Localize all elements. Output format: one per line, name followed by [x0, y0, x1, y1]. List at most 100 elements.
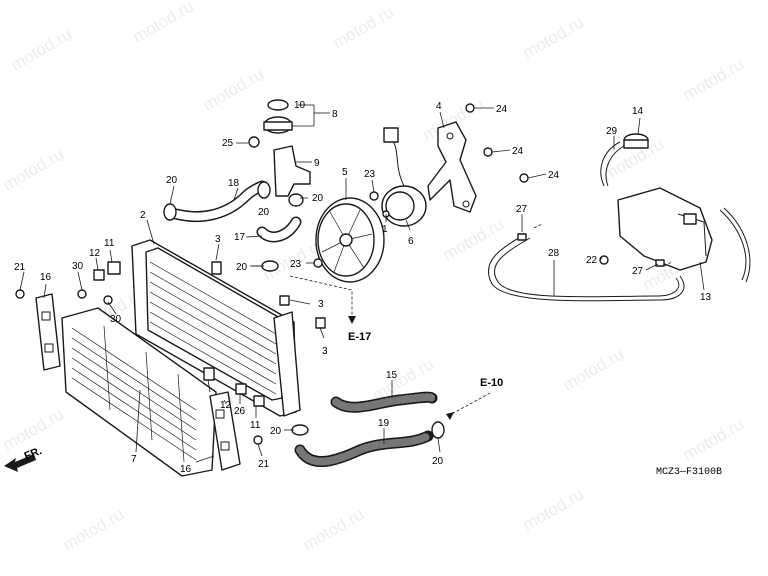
grommet	[235, 383, 247, 395]
front-arrow-icon	[4, 454, 36, 472]
callout-number: 21	[258, 459, 270, 470]
bolt	[15, 289, 25, 299]
clip	[655, 259, 665, 267]
callout-number: 20	[432, 456, 444, 467]
callout-number: 27	[632, 266, 644, 277]
callout-number: 23	[364, 169, 376, 180]
ref-arrow-e10	[447, 391, 493, 417]
callout-number: 30	[72, 261, 84, 272]
callout-number: 23	[290, 259, 302, 270]
ref-label-e10: E-10	[480, 377, 503, 389]
cooling-fan	[315, 197, 385, 283]
callout-number: 12	[89, 248, 101, 259]
radiator-grille	[61, 307, 217, 477]
callout-number: 17	[234, 232, 246, 243]
ref-arrowhead	[446, 412, 454, 420]
callout-number: 4	[436, 101, 442, 112]
reserve-tank-cap	[623, 133, 649, 149]
clamp	[315, 317, 326, 329]
callout-number: 15	[386, 370, 398, 381]
hose-clamp	[431, 421, 445, 439]
callout-number: 5	[342, 167, 348, 178]
callout-number: 7	[131, 454, 137, 465]
callout-number: 26	[234, 406, 246, 417]
hose-clamp	[288, 193, 304, 207]
callout-number: 24	[496, 104, 508, 115]
hose-clamp	[257, 181, 271, 199]
filler-neck	[273, 145, 311, 197]
callout-number: 22	[586, 255, 598, 266]
callout-number: 20	[270, 426, 282, 437]
clip	[517, 233, 527, 241]
bolt	[77, 289, 87, 299]
bolt	[465, 103, 475, 113]
fan-motor	[381, 127, 427, 227]
bolt	[369, 191, 379, 201]
hose-18	[170, 180, 268, 222]
reserve-tank	[617, 187, 713, 271]
bolt	[519, 173, 529, 183]
hose-15	[330, 391, 438, 413]
callout-number: 11	[250, 420, 261, 431]
callout-number: 3	[215, 234, 221, 245]
clamp	[279, 295, 290, 306]
ref-arrow-e17	[289, 275, 353, 322]
dash-line	[533, 223, 543, 229]
callout-number: 2	[140, 210, 146, 221]
grommet	[253, 395, 265, 407]
hose-19	[294, 430, 434, 468]
callout-number: 13	[700, 292, 712, 303]
callout-number: 16	[40, 272, 52, 283]
hose-17	[256, 216, 302, 243]
callout-number: 12	[220, 400, 232, 411]
callout-number: 20	[258, 207, 270, 218]
callout-number: 27	[516, 204, 528, 215]
bolt	[103, 295, 113, 305]
callout-number: 20	[236, 262, 248, 273]
ref-label-e17: E-17	[348, 331, 371, 343]
leader-lines	[19, 104, 705, 463]
callout-number: 6	[408, 236, 414, 247]
side-bracket-left	[35, 293, 61, 371]
callout-number: 21	[14, 262, 26, 273]
hose-clamp	[261, 260, 279, 272]
bolt	[599, 255, 609, 265]
bolt	[313, 258, 323, 268]
diagram-code: MCZ3—F3100B	[656, 467, 722, 478]
callout-number: 3	[318, 299, 324, 310]
radiator-cap	[263, 99, 293, 134]
bolt	[253, 435, 263, 445]
callout-number: 30	[110, 314, 122, 325]
hose-clamp	[291, 424, 309, 436]
radiator-core	[131, 239, 301, 417]
callout-number: 9	[314, 158, 320, 169]
callout-number: 24	[548, 170, 560, 181]
callout-number: 14	[632, 106, 644, 117]
grommet	[93, 269, 105, 281]
callout-number: 3	[322, 346, 328, 357]
callout-number: 20	[166, 175, 178, 186]
callout-number: 25	[222, 138, 234, 149]
grommet	[107, 261, 121, 275]
hose-clamp	[163, 203, 177, 221]
bolt	[483, 147, 493, 157]
callout-number: 8	[332, 109, 338, 120]
callout-number: 10	[294, 100, 306, 111]
front-direction-indicator: FR.	[4, 445, 44, 472]
callout-number: 11	[104, 238, 115, 249]
callout-number: 20	[312, 193, 324, 204]
callout-number: 19	[378, 418, 390, 429]
hose-28	[487, 233, 685, 302]
callout-number: 29	[606, 126, 618, 137]
callout-number: 16	[180, 464, 192, 475]
ref-arrowhead	[348, 316, 356, 324]
callout-number: 24	[512, 146, 524, 157]
callout-number: 28	[548, 248, 560, 259]
callout-labels: 1 2 3 3 3 4 5 6 7 8 9 10 11 11 12 12 13 …	[14, 100, 712, 475]
clamp	[211, 261, 222, 275]
dash-line	[663, 261, 673, 267]
callout-number: 18	[228, 178, 240, 189]
hose-29	[600, 141, 751, 283]
